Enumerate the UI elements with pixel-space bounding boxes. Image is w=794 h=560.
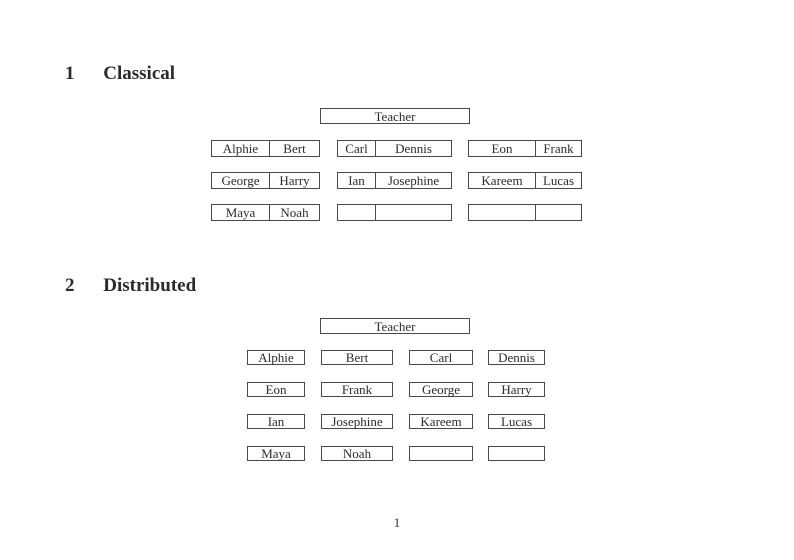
seat-cell: Lucas: [535, 173, 581, 188]
desk-distributed-r2c4: Harry: [488, 382, 545, 397]
desk-distributed-r3c1: Ian: [247, 414, 305, 429]
seat-cell: Alphie: [222, 141, 259, 156]
desk-classical-r2c1: George Harry: [211, 172, 320, 189]
desk-classical-r3c1: Maya Noah: [211, 204, 320, 221]
desk-distributed-r1c2: Bert: [321, 350, 393, 365]
desk-distributed-r4c3: [409, 446, 473, 461]
seat-cell: Carl: [345, 141, 368, 156]
desk-distributed-r3c3: Kareem: [409, 414, 473, 429]
section-title: Classical: [103, 63, 176, 84]
teacher-label: Teacher: [374, 318, 416, 334]
section-number: 2: [65, 275, 75, 296]
seat-cell: George: [221, 173, 260, 188]
desk-classical-r3c2: [337, 204, 452, 221]
seat-cell: [375, 205, 451, 220]
teacher-box-classical: Teacher: [320, 108, 470, 124]
desk-classical-r1c2: Carl Dennis: [337, 140, 452, 157]
desk-distributed-r1c1: Alphie: [247, 350, 305, 365]
desk-distributed-r1c3: Carl: [409, 350, 473, 365]
seat-cell: Bert: [269, 141, 319, 156]
desk-distributed-r1c4: Dennis: [488, 350, 545, 365]
teacher-box-distributed: Teacher: [320, 318, 470, 334]
seat-cell: Josephine: [375, 173, 451, 188]
seat-cell: Eon: [491, 141, 513, 156]
desk-distributed-r2c2: Frank: [321, 382, 393, 397]
desk-distributed-r3c2: Josephine: [321, 414, 393, 429]
desk-distributed-r3c4: Lucas: [488, 414, 545, 429]
seat-cell: Maya: [225, 205, 256, 220]
desk-distributed-r2c3: George: [409, 382, 473, 397]
desk-classical-r2c3: Kareem Lucas: [468, 172, 582, 189]
seat-cell: Dennis: [375, 141, 451, 156]
teacher-label: Teacher: [374, 108, 416, 124]
seat-cell: Noah: [269, 205, 319, 220]
seat-cell: Kareem: [481, 173, 523, 188]
section-title: Distributed: [103, 275, 197, 296]
section-heading-distributed: 2 Distributed: [65, 275, 196, 297]
section-heading-classical: 1 Classical: [65, 63, 175, 85]
seat-cell: [535, 205, 581, 220]
seat-cell: Ian: [348, 173, 365, 188]
desk-classical-r1c1: Alphie Bert: [211, 140, 320, 157]
desk-distributed-r4c2: Noah: [321, 446, 393, 461]
desk-distributed-r4c1: Maya: [247, 446, 305, 461]
page-number: 1: [393, 515, 401, 530]
seat-cell: [338, 205, 375, 220]
desk-classical-r2c2: Ian Josephine: [337, 172, 452, 189]
section-number: 1: [65, 63, 75, 84]
seat-cell: [469, 205, 535, 220]
desk-distributed-r2c1: Eon: [247, 382, 305, 397]
desk-distributed-r4c4: [488, 446, 545, 461]
desk-classical-r1c3: Eon Frank: [468, 140, 582, 157]
seat-cell: Harry: [269, 173, 319, 188]
desk-classical-r3c3: [468, 204, 582, 221]
seat-cell: Frank: [535, 141, 581, 156]
